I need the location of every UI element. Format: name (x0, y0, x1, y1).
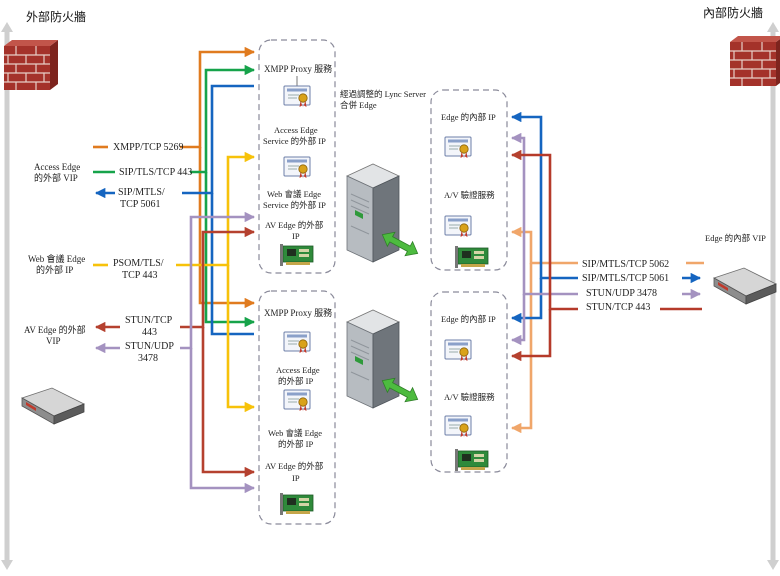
av-auth-service-label: A/V 驗證服務 (444, 392, 495, 402)
external-load-balancer-icon (21, 387, 85, 425)
edge-server-2-external-box (258, 290, 336, 525)
external-firewall-icon (3, 39, 59, 91)
edge-server-2-internal-box (430, 291, 508, 473)
sip-mtls-5061-connection (510, 111, 702, 324)
av-auth-service-label: A/V 驗證服務 (444, 190, 495, 200)
certificate-icon (283, 156, 311, 179)
access-edge-external-ip-label: Access Edge 的外部 IP (276, 365, 322, 386)
edge-server-1-external-box (258, 39, 336, 274)
xmpp-protocol-label: XMPP/TCP 5269 (113, 142, 183, 153)
xmpp-connection (93, 46, 256, 309)
stun-udp-internal-protocol-label: STUN/UDP 3478 (586, 288, 657, 299)
sip-mtls-external-protocol-label: SIP/MTLS/ TCP 5061 (118, 187, 167, 210)
certificate-icon (444, 415, 472, 438)
certificate-icon (444, 136, 472, 159)
network-card-icon (454, 448, 489, 472)
stun-udp-external-protocol-label: STUN/UDP 3478 (125, 341, 176, 364)
internal-firewall-icon (729, 35, 780, 87)
edge-internal-ip-label: Edge 的內部 IP (441, 112, 496, 122)
edge-internal-ip-label: Edge 的內部 IP (441, 314, 496, 324)
sip-mtls-external-connection (94, 84, 254, 336)
pool-caption-label: 經過調整的 Lync Server 合併 Edge (340, 89, 428, 110)
internal-firewall-title: 內部防火牆 (703, 5, 763, 20)
sip-mtls-5062-protocol-label: SIP/MTLS/TCP 5062 (582, 259, 669, 270)
certificate-icon (283, 331, 311, 354)
sip-mtls-5061-protocol-label: SIP/MTLS/TCP 5061 (582, 273, 669, 284)
av-edge-external-ip-label: AV Edge 的外部 IP (265, 220, 325, 241)
av-edge-vip-label: AV Edge 的外部 VIP (24, 324, 88, 346)
certificate-icon (444, 339, 472, 362)
psom-protocol-label: PSOM/TLS/ TCP 443 (113, 258, 166, 281)
access-edge-service-ip-label: Access Edge Service 的外部 IP (263, 125, 326, 146)
web-conf-edge-external-ip-label: Web 會議 Edge 的外部 IP (268, 428, 324, 449)
network-card-icon (454, 245, 489, 269)
sip-tls-connection (93, 64, 256, 328)
certificate-icon (283, 389, 311, 412)
edge-internal-vip-label: Edge 的內部 VIP (705, 233, 766, 243)
network-card-icon (279, 492, 314, 516)
edge-server-1-internal-box (430, 89, 508, 271)
certificate-icon (283, 85, 311, 108)
web-conf-edge-service-ip-label: Web 會議 Edge Service 的外部 IP (263, 189, 326, 210)
sip-tls-protocol-label: SIP/TLS/TCP 443 (119, 167, 192, 178)
internal-load-balancer-icon (713, 267, 777, 305)
stun-udp-external-connection (94, 211, 256, 494)
edge-server-1-icon (346, 163, 400, 263)
access-edge-vip-label: Access Edge 的外部 VIP (34, 162, 82, 183)
stun-tcp-internal-connection (510, 149, 702, 362)
av-edge-external-ip-label: AV Edge 的外部 IP (265, 461, 325, 483)
web-conf-edge-ip-label: Web 會議 Edge 的外部 IP (28, 253, 88, 275)
network-card-icon (279, 243, 314, 267)
edge-server-2-icon (346, 309, 400, 409)
xmpp-proxy-service-label: XMPP Proxy 服務 (264, 63, 332, 74)
xmpp-proxy-service-label: XMPP Proxy 服務 (264, 307, 332, 318)
stun-tcp-external-protocol-label: STUN/TCP 443 (125, 315, 174, 338)
stun-tcp-internal-protocol-label: STUN/TCP 443 (586, 302, 650, 313)
external-firewall-title: 外部防火牆 (26, 9, 86, 24)
certificate-icon (444, 215, 472, 238)
